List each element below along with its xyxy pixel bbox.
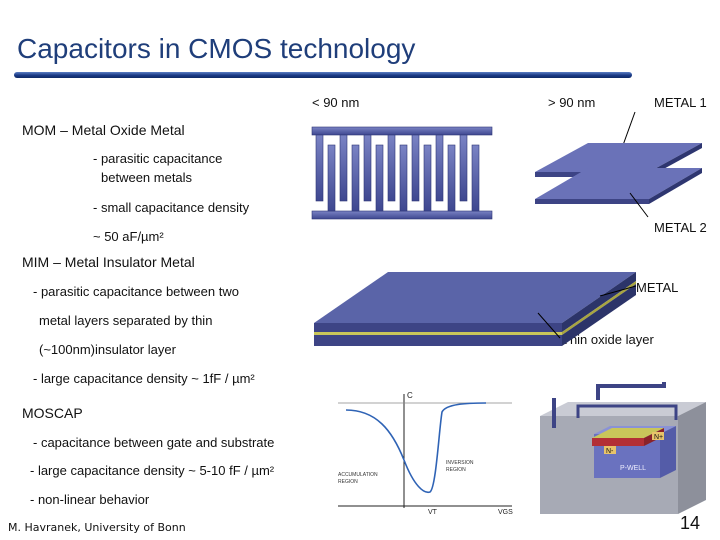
- page-number: 14: [680, 513, 701, 533]
- mos-n-minus-label: N-: [606, 448, 614, 455]
- mos-n-plus-label: N+: [654, 434, 663, 441]
- mom-heading: MOM – Metal Oxide Metal: [22, 122, 185, 138]
- label-less-90nm: < 90 nm: [312, 95, 360, 110]
- mos-p-well-label: P-WELL: [620, 465, 646, 472]
- footer-author: M. Havranek, University of Bonn: [8, 521, 186, 534]
- label-metal: METAL: [636, 280, 679, 295]
- moscap-line3: - non-linear behavior: [30, 492, 150, 507]
- moscap-line2: - large capacitance density ~ 5-10 fF / …: [30, 463, 275, 478]
- mom-comb-capacitor: [311, 126, 493, 220]
- moscap-heading: MOSCAP: [22, 405, 83, 421]
- mim-line1: - parasitic capacitance between two: [33, 284, 239, 299]
- label-metal2: METAL 2: [654, 220, 707, 235]
- cv-vt-label: VT: [428, 509, 438, 516]
- mim-heading: MIM – Metal Insulator Metal: [22, 254, 195, 270]
- label-metal1: METAL 1: [654, 95, 707, 110]
- slide-title: Capacitors in CMOS technology: [17, 33, 416, 64]
- mim-line4: - large capacitance density ~ 1fF / µm²: [33, 371, 255, 386]
- cv-curve: [345, 402, 487, 494]
- mom-line3: - small capacitance density: [93, 200, 250, 215]
- parallel-plate-capacitor: [535, 111, 702, 218]
- cv-plot: C ACCUMULATION REGION INVERSION REGION V…: [338, 391, 513, 516]
- title-underline: [14, 72, 632, 78]
- moscap-line1: - capacitance between gate and substrate: [33, 435, 275, 450]
- cv-accumulation-label: ACCUMULATION: [338, 472, 378, 478]
- mos-structure-diagram: N- N+ P-WELL: [540, 382, 706, 514]
- mom-line2: between metals: [101, 170, 193, 185]
- cv-vgs-label: VGS: [498, 509, 513, 516]
- mim-line3: (~100nm)insulator layer: [39, 342, 176, 357]
- cv-y-label: C: [407, 391, 413, 400]
- label-greater-90nm: > 90 nm: [548, 95, 596, 110]
- mom-line1: - parasitic capacitance: [93, 151, 223, 166]
- mim-capacitor-stack: [314, 272, 637, 346]
- cv-accumulation-region-label: REGION: [338, 479, 358, 485]
- mom-line4: ~ 50 aF/µm²: [93, 229, 164, 244]
- mim-line2: metal layers separated by thin: [39, 313, 213, 328]
- label-thin-oxide: Thin oxide layer: [562, 332, 654, 347]
- cv-inversion-region-label: REGION: [446, 467, 466, 473]
- cv-inversion-label: INVERSION: [446, 460, 474, 466]
